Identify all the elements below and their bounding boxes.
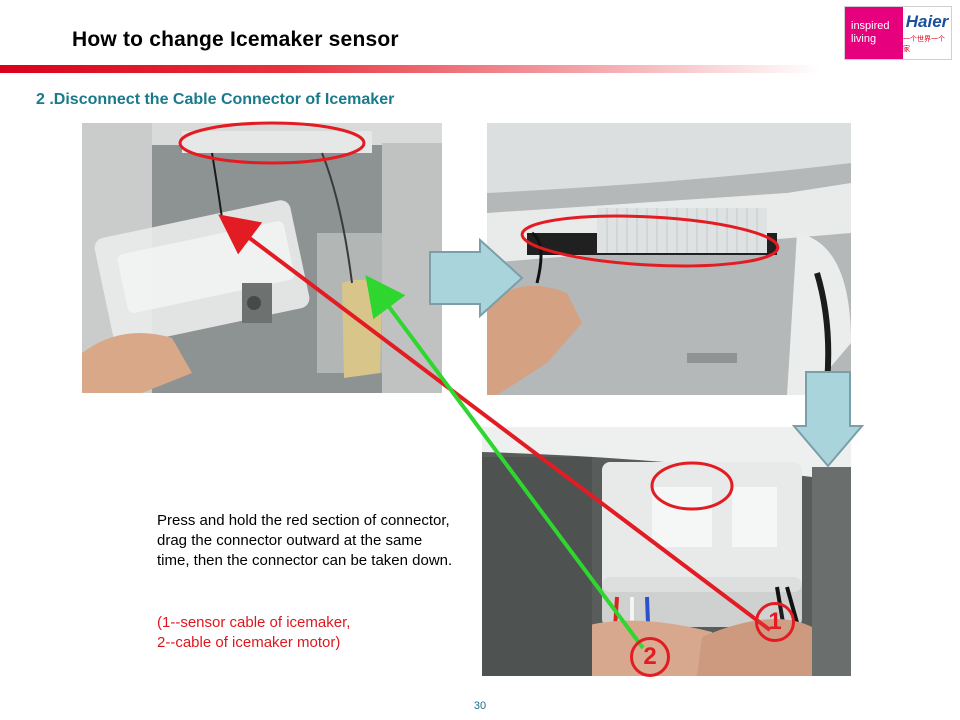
logo-tagline-line1: inspired: [851, 20, 890, 32]
instruction-text: Press and hold the red section of connec…: [157, 512, 453, 569]
step-heading: 2 .Disconnect the Cable Connector of Ice…: [36, 91, 395, 108]
logo-brand-block: Haier 一个世界一个家: [903, 7, 951, 59]
page-title: How to change Icemaker sensor: [72, 28, 399, 51]
haier-logo: inspired living Haier 一个世界一个家: [844, 6, 952, 60]
photo-cable-slot: [487, 123, 851, 395]
page-number: 30: [473, 700, 487, 712]
logo-brand-name: Haier: [905, 12, 949, 31]
legend-note-line2: 2--cable of icemaker motor): [157, 634, 341, 651]
photo-icemaker-removed: [82, 123, 442, 393]
title-divider: [0, 65, 820, 73]
logo-slogan: 一个世界一个家: [903, 36, 945, 53]
highlight-ellipse-cable-slot: [520, 214, 780, 268]
callout-badge-2: 2: [630, 637, 670, 677]
logo-tagline-block: inspired living: [845, 7, 903, 59]
legend-note-line1: (1--sensor cable of icemaker,: [157, 614, 351, 631]
logo-tagline-line2: living: [851, 33, 877, 45]
callout-badge-1: 1: [755, 602, 795, 642]
arrow-motor-cable: [365, 275, 645, 650]
legend-note: (1--sensor cable of icemaker, 2--cable o…: [157, 613, 457, 653]
arrow-sensor-cable: [218, 214, 772, 632]
block-arrow-right: [429, 238, 524, 318]
photo-cable-slot-drawing: [487, 123, 851, 395]
block-arrow-down: [792, 371, 864, 468]
highlight-ellipse-top-cable: [178, 121, 366, 165]
photo-icemaker-removed-drawing: [82, 123, 442, 393]
highlight-ellipse-connector-latch: [650, 461, 734, 511]
